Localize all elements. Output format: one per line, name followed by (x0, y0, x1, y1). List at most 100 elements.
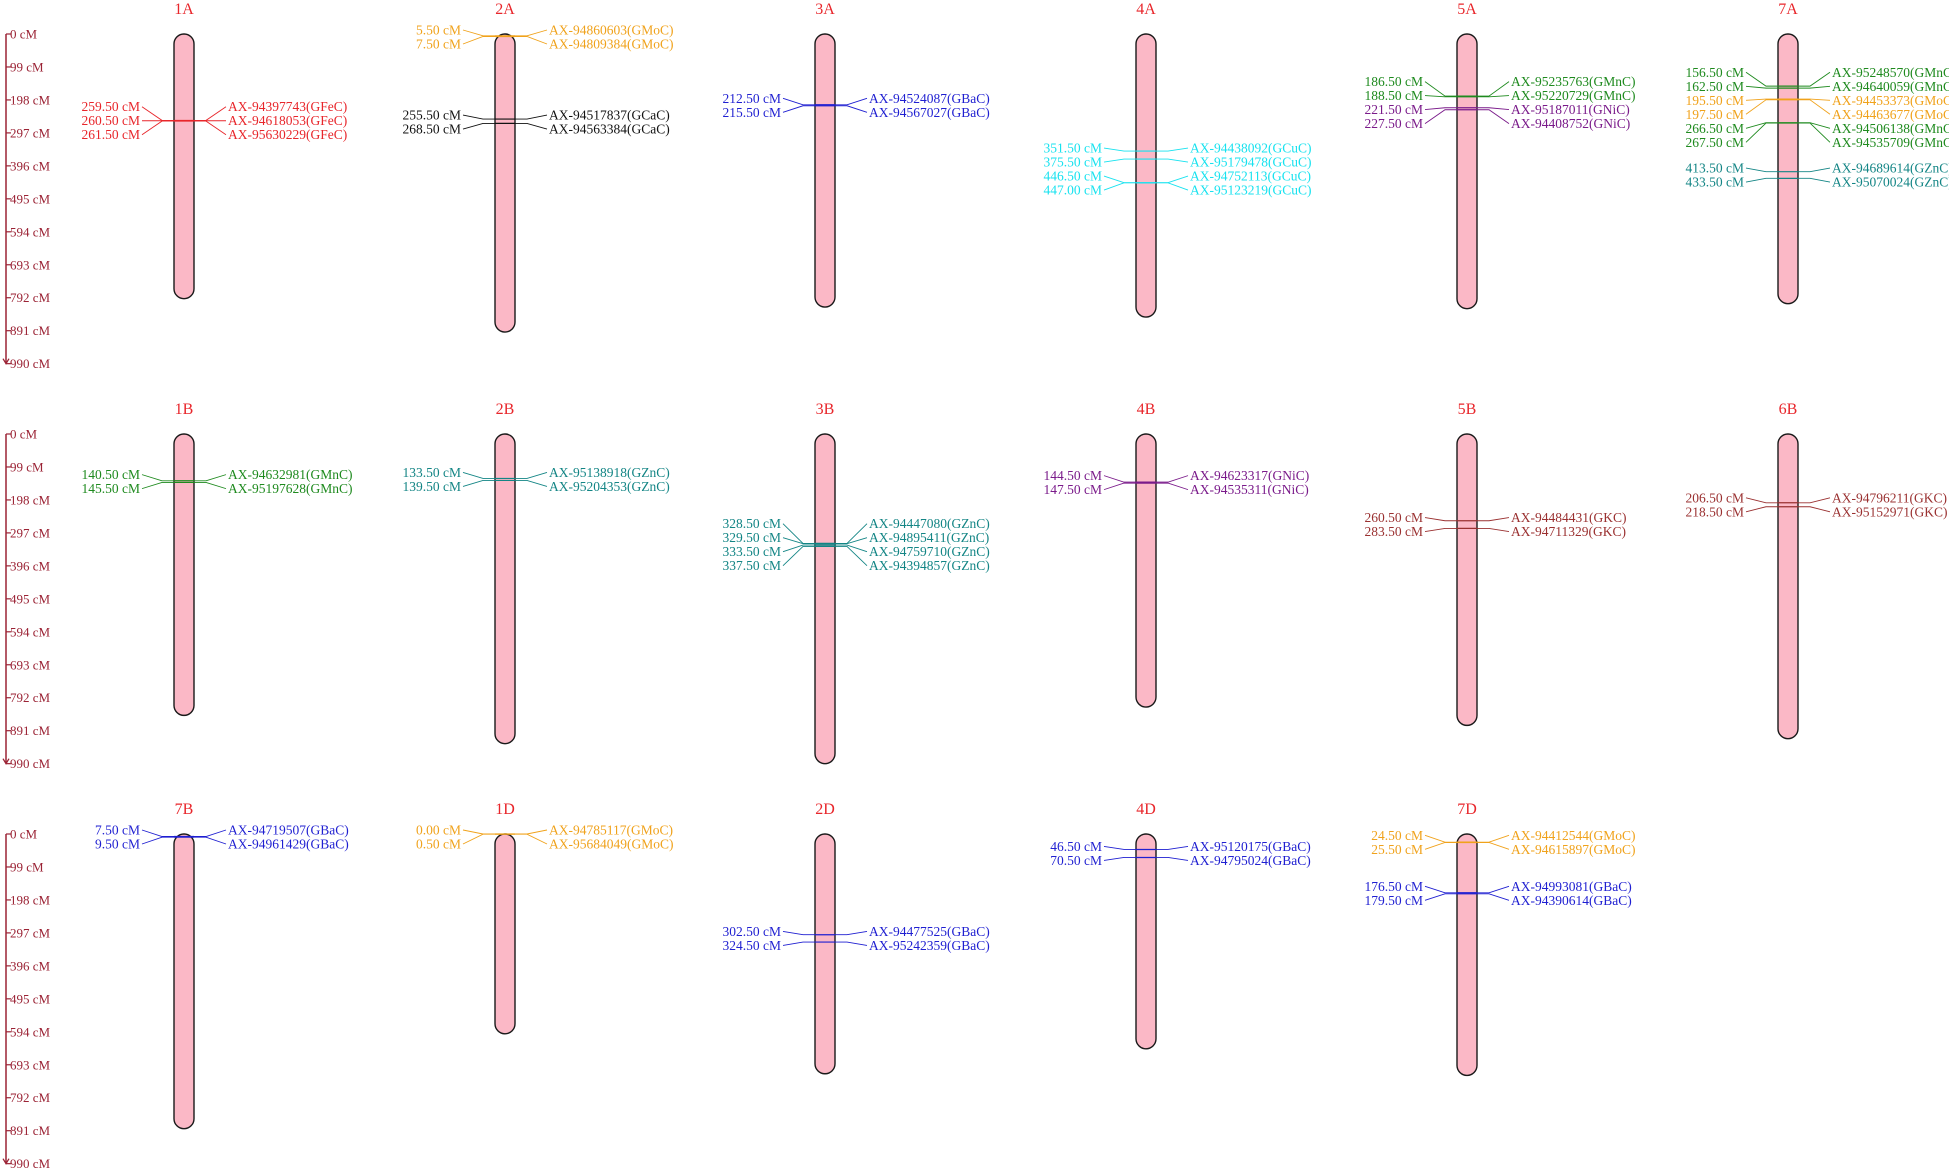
axis-tick-label: 0 cM (10, 427, 38, 442)
marker-connector-left (1424, 109, 1457, 124)
axis-tick-label: 891 cM (10, 723, 51, 738)
marker-connector-right (1156, 475, 1189, 483)
marker-connector-right (1798, 99, 1831, 115)
marker-connector-left (782, 930, 815, 936)
marker-connector-right (1156, 846, 1189, 850)
marker-name: AX-94563384(GCaC) (549, 122, 670, 137)
marker-name: AX-95204353(GZnC) (549, 479, 670, 494)
marker-connector-left (462, 114, 495, 120)
marker-name: AX-95152971(GKC) (1832, 504, 1948, 519)
marker-connector-right (1477, 109, 1510, 124)
marker-position: 0.50 cM (416, 837, 461, 852)
marker-connector-left (1424, 81, 1457, 97)
marker-connector-right (1798, 98, 1831, 101)
marker-position: 221.50 cM (1365, 102, 1424, 117)
marker-connector-left (1103, 482, 1136, 491)
marker-connector-right (835, 537, 868, 545)
marker-connector-right (515, 480, 548, 487)
marker-name: AX-94397743(GFeC) (228, 99, 347, 114)
marker-position: 324.50 cM (723, 938, 782, 953)
marker-connector-left (782, 545, 815, 566)
axis-tick-label: 693 cM (10, 257, 51, 272)
chromosome-body (1135, 433, 1157, 708)
marker-name: AX-95070024(GZnC) (1832, 175, 1949, 190)
marker-connector-right (835, 930, 868, 936)
marker-position: 188.50 cM (1365, 88, 1424, 103)
marker-position: 215.50 cM (723, 105, 782, 120)
marker-connector-right (835, 523, 868, 544)
marker-connector-left (1745, 99, 1778, 115)
axis-tick-label: 198 cM (10, 92, 51, 107)
marker-connector-right (1477, 95, 1510, 98)
marker-connector-right (194, 474, 227, 482)
marker-name: AX-94390614(GBaC) (1511, 893, 1632, 908)
marker-name: AX-94632981(GMnC) (228, 467, 353, 482)
chromosome-title: 7B (175, 801, 194, 818)
axis-tick-label: 990 cM (10, 756, 51, 771)
marker-name: AX-94689614(GZnC) (1832, 161, 1949, 176)
marker-connector-left (141, 836, 174, 845)
marker-connector-left (1745, 497, 1778, 504)
chromosome-body (814, 33, 836, 308)
marker-connector-left (1424, 527, 1457, 533)
axis-tick-label: 0 cM (10, 827, 38, 842)
marker-connector-left (1103, 857, 1136, 861)
marker-name: AX-95187011(GNiC) (1511, 102, 1630, 117)
marker-connector-right (835, 97, 868, 106)
chromosome-title: 1D (495, 801, 515, 818)
marker-connector-right (515, 833, 548, 845)
axis-tick-label: 594 cM (10, 624, 51, 639)
axis-tick-label: 594 cM (10, 224, 51, 239)
axis-tick-label: 297 cM (10, 525, 51, 540)
chromosome-title: 5B (1458, 401, 1477, 418)
axis-tick-label: 891 cM (10, 323, 51, 338)
marker-connector-right (1798, 122, 1831, 143)
marker-name: AX-94408752(GNiC) (1511, 116, 1630, 131)
axis-tick-label: 594 cM (10, 1024, 51, 1039)
marker-connector-left (1424, 842, 1457, 850)
marker-name: AX-94535311(GNiC) (1190, 482, 1309, 497)
marker-connector-right (515, 29, 548, 37)
chromosome-body (173, 833, 195, 1130)
marker-position: 206.50 cM (1686, 490, 1745, 505)
marker-connector-right (1156, 182, 1189, 191)
marker-position: 176.50 cM (1365, 879, 1424, 894)
chromosome-body (1135, 833, 1157, 1050)
marker-connector-left (462, 833, 495, 845)
chromosome-body (1456, 833, 1478, 1077)
axis-tick-label: 792 cM (10, 290, 51, 305)
marker-connector-right (1477, 885, 1510, 894)
marker-connector-left (782, 544, 815, 553)
marker-position: 179.50 cM (1365, 893, 1424, 908)
marker-connector-left (462, 829, 495, 835)
marker-name: AX-94477525(GBaC) (869, 924, 990, 939)
marker-position: 24.50 cM (1371, 828, 1423, 843)
marker-name: AX-94711329(GKC) (1511, 524, 1626, 539)
marker-position: 46.50 cM (1050, 839, 1102, 854)
chromosome-body (1456, 33, 1478, 310)
